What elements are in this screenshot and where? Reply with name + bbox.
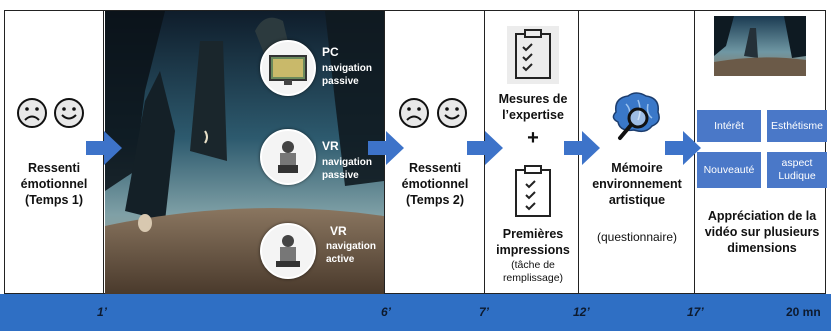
tick-20: 20 mn: [786, 305, 821, 319]
tick-6: 6’: [381, 305, 392, 319]
plus-sign: +: [527, 127, 539, 149]
item3-sub: navigation active: [326, 241, 377, 265]
col5-label: Mémoire environnement artistique: [592, 161, 682, 207]
col5-sub: (questionnaire): [596, 230, 678, 244]
arrow-right-icon: [564, 131, 600, 165]
pc-monitor-thumbnail: [260, 40, 316, 96]
vr-seated-thumbnail: [260, 129, 316, 185]
sad-face-icon: [17, 98, 47, 128]
clipboard-checklist-icon: [515, 165, 551, 217]
col4-bottom-sub: (tâche de remplissage): [502, 259, 564, 284]
artwork-thumbnail-image: [714, 16, 806, 76]
timeline-bar: [0, 294, 831, 331]
col3-label: Ressenti émotionnel (Temps 2): [401, 161, 469, 207]
col4-top-label: Mesures de l’expertise: [498, 92, 568, 122]
happy-face-icon: [54, 98, 84, 128]
tick-1: 1’: [97, 305, 108, 319]
col4-bottom-label: Premières impressions: [496, 227, 570, 257]
vr-active-thumbnail: [260, 223, 316, 279]
arrow-right-icon: [467, 131, 503, 165]
col1-label: Ressenti émotionnel (Temps 1): [20, 161, 88, 207]
happy-face-icon: [437, 98, 467, 128]
item2-sub: navigation passive: [322, 157, 373, 181]
box-interet: Intérêt: [697, 110, 761, 142]
box-aspect-ludique: aspect Ludique: [767, 152, 827, 188]
item3-title: VR: [330, 224, 347, 238]
item2-title: VR: [322, 139, 339, 153]
arrow-right-icon: [665, 131, 701, 165]
item1-title: PC: [322, 45, 339, 59]
tick-12: 12’: [573, 305, 590, 319]
tick-17: 17’: [687, 305, 704, 319]
box-nouveaute: Nouveauté: [697, 152, 761, 188]
arrow-right-icon: [86, 131, 122, 165]
item1-sub: navigation passive: [322, 63, 373, 87]
artwork-scene-image: [105, 11, 384, 294]
arrow-right-icon: [368, 131, 404, 165]
col6-label: Appréciation de la vidéo sur plusieurs d…: [704, 209, 820, 255]
brain-magnifier-icon: [612, 92, 660, 140]
sad-face-icon: [399, 98, 429, 128]
clipboard-checklist-icon: [507, 26, 559, 84]
box-esthetisme: Esthétisme: [767, 110, 827, 142]
tick-7: 7’: [479, 305, 490, 319]
